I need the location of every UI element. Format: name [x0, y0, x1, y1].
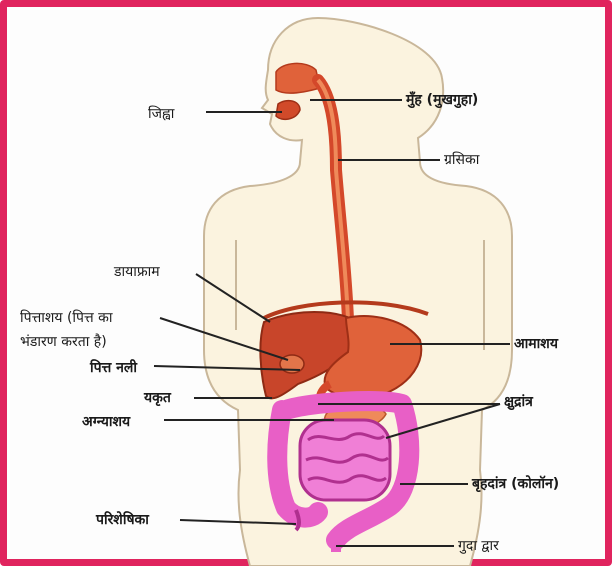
small-intestine — [300, 420, 390, 500]
label-pancreas: अग्न्याशय — [82, 414, 131, 430]
label-gallbladder-line1: पित्ताशय (पित्त का — [20, 309, 113, 326]
label-large-intestine: बृहदांत्र (कोलॉन) — [471, 475, 559, 493]
label-esophagus: ग्रसिका — [444, 151, 480, 168]
label-tongue: जिह्वा — [148, 105, 175, 122]
label-bile-duct: पित्त नली — [89, 359, 138, 376]
label-small-intestine: क्षुद्रांत्र — [504, 394, 534, 411]
label-mouth: मुँह (मुखगुहा) — [405, 91, 478, 109]
label-appendix: परिशेषिका — [95, 511, 150, 528]
label-stomach: आमाशय — [514, 336, 559, 352]
label-liver: यकृत — [143, 390, 172, 407]
label-gallbladder-line2: भंडारण करता है) — [20, 333, 107, 350]
label-diaphragm: डायाफ्राम — [113, 264, 160, 280]
label-anus: गुदा द्वार — [458, 538, 499, 554]
